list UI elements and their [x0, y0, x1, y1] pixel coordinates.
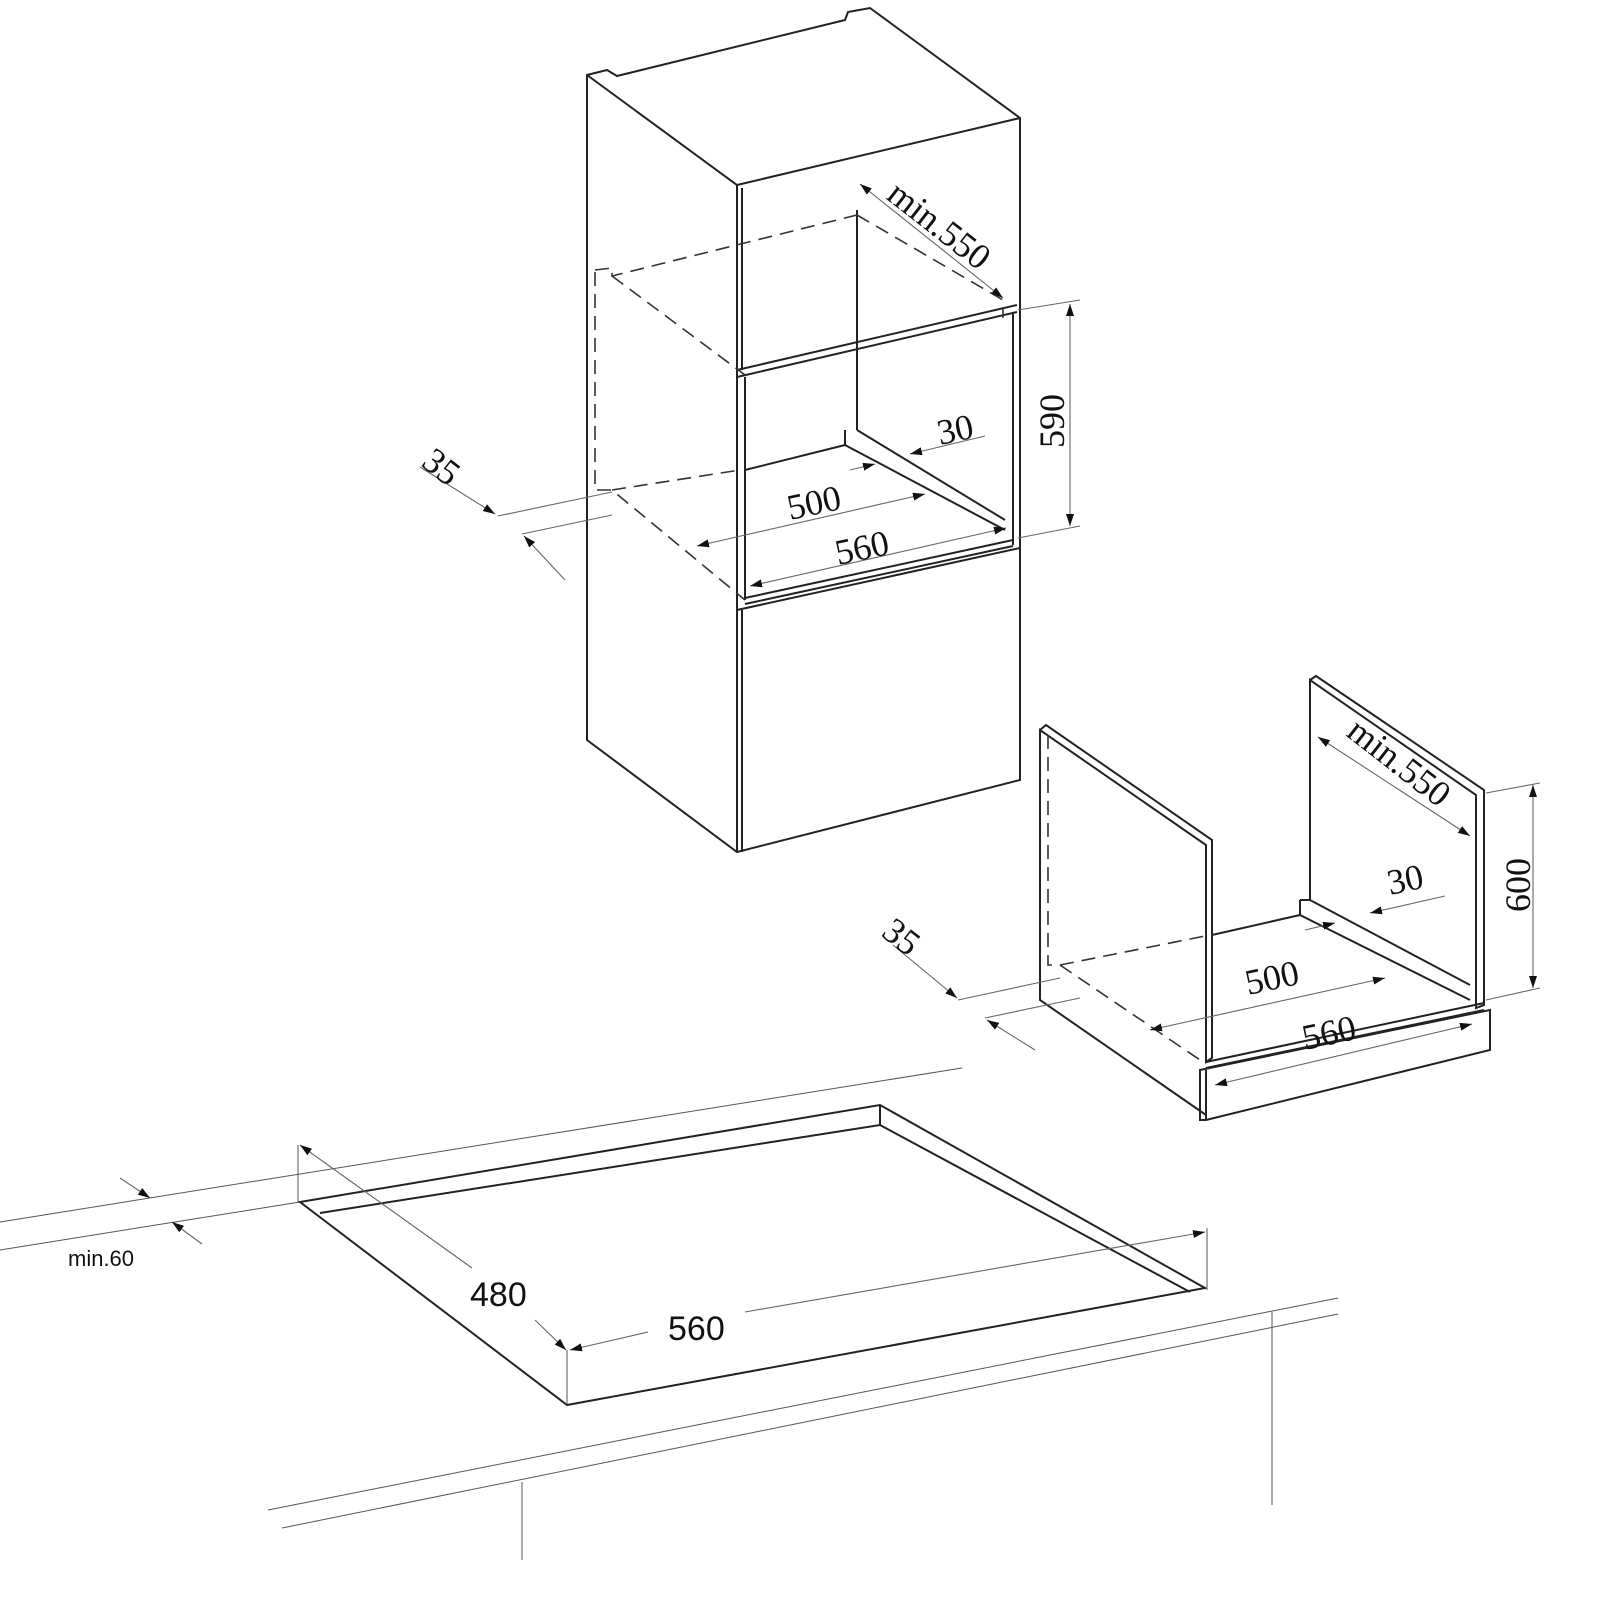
worktop-edge-distance-label: min.60	[68, 1246, 134, 1271]
upper-offset-label: 35	[415, 440, 468, 494]
upper-back-gap-label: 30	[933, 406, 977, 453]
upper-height-label: 590	[1032, 394, 1072, 448]
lower-back-gap-label: 30	[1383, 856, 1427, 903]
lower-inner-width-label: 500	[1241, 952, 1302, 1002]
hob-width-label: 560	[668, 1310, 725, 1348]
upper-depth-dimension-line	[859, 183, 1004, 299]
upper-inner-width-label: 500	[783, 477, 844, 527]
lower-height-label: 600	[1498, 858, 1538, 912]
lower-offset-label: 35	[875, 910, 928, 964]
lower-width-label: 560	[1298, 1007, 1359, 1057]
upper-cabinet	[586, 6, 1021, 854]
upper-depth-label: min.550	[880, 173, 998, 278]
upper-width-label: 560	[831, 522, 892, 572]
lower-cabinet-dimensions: min.550 600 30 500 560 35	[875, 710, 1541, 1087]
upper-cabinet-dimensions: min.550 590 30 500 560 35	[415, 173, 1081, 588]
lower-cabinet	[1039, 674, 1491, 1121]
worktop-hob-cutout: 480 560 min.60	[0, 1067, 1339, 1560]
hob-depth-label: 480	[470, 1276, 527, 1314]
lower-depth-label: min.550	[1340, 710, 1458, 815]
